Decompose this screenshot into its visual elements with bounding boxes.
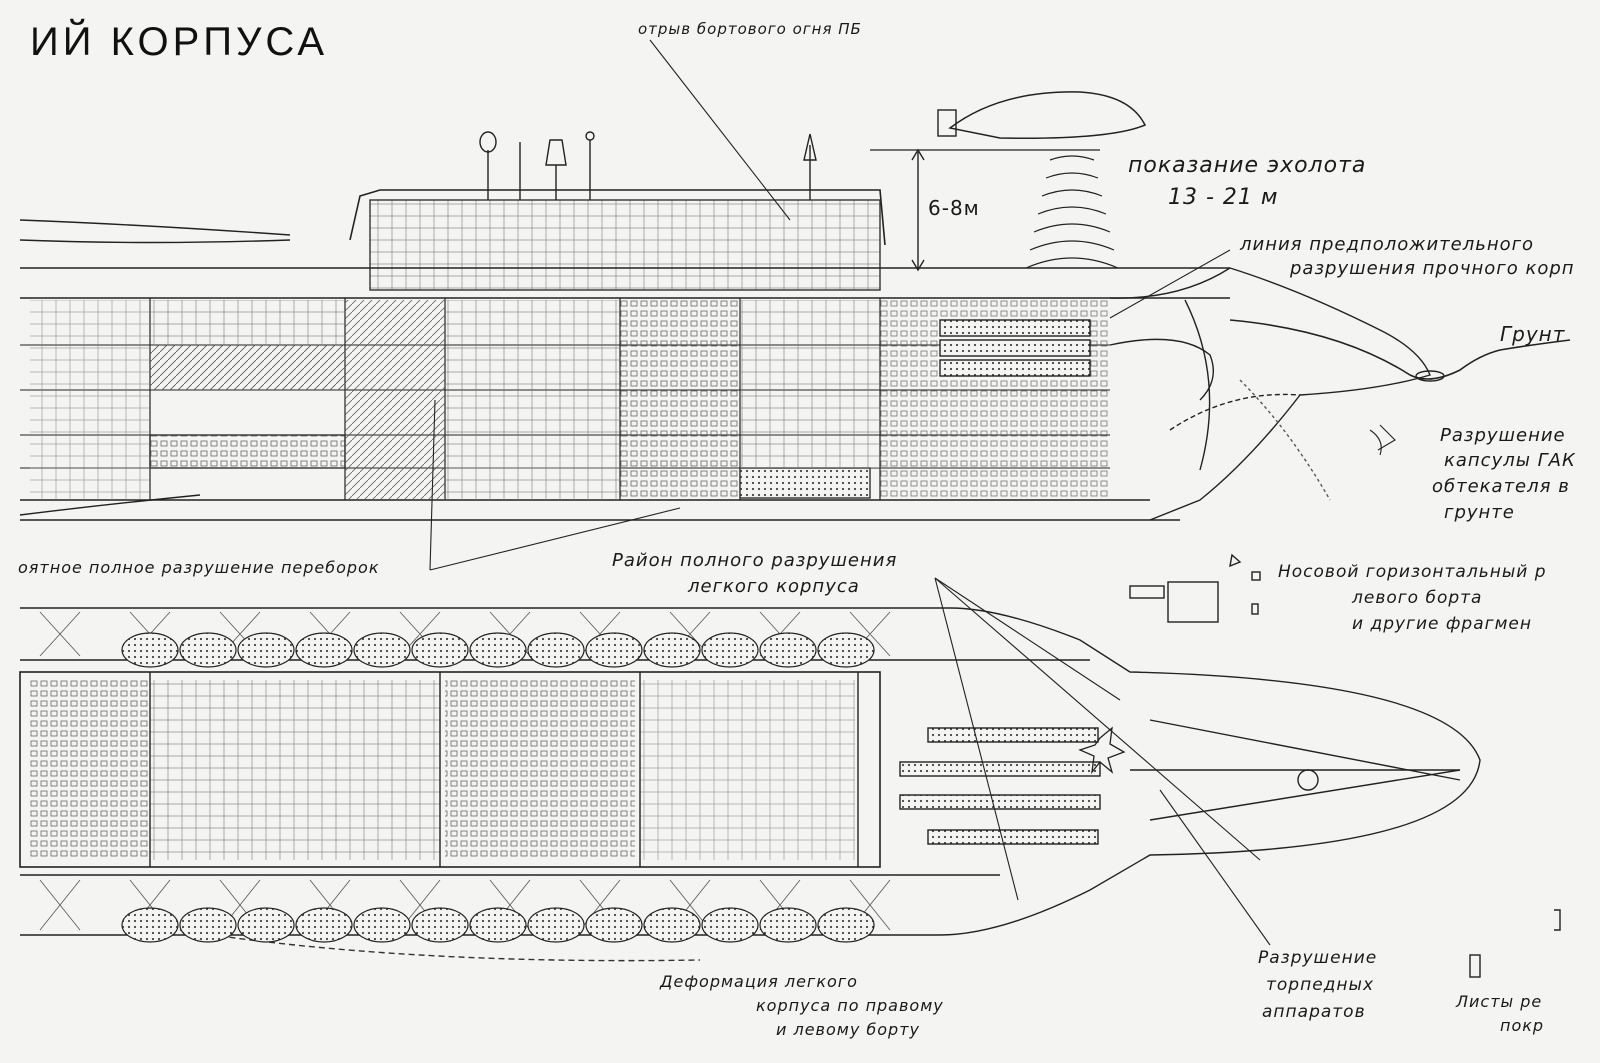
ballast-tank — [585, 632, 643, 668]
ballast-tank — [469, 907, 527, 943]
label-hull-line-1: линия предположительного — [1240, 234, 1535, 255]
ballast-tank — [353, 632, 411, 668]
side-leaders — [429, 39, 1396, 571]
ballast-tank — [759, 907, 817, 943]
ballast-tank — [411, 907, 469, 943]
label-torpedo-1: Разрушение — [1258, 948, 1378, 968]
ballast-tank — [295, 632, 353, 668]
label-light-tear: отрыв бортового огня ПБ — [638, 20, 862, 38]
label-gak-1: Разрушение — [1440, 425, 1566, 446]
ballast-tank — [759, 632, 817, 668]
page-title: ИЙ КОРПУСА — [30, 20, 329, 64]
label-deform-3: и левому борту — [776, 1020, 920, 1039]
ballast-tanks-port — [121, 632, 875, 668]
ballast-tank — [353, 907, 411, 943]
label-light-hull-1: Район полного разрушения — [612, 550, 898, 571]
label-bulkheads: оятное полное разрушение переборок — [18, 558, 380, 577]
ballast-tank — [179, 907, 237, 943]
ballast-tank — [121, 632, 179, 668]
ballast-tank — [237, 632, 295, 668]
ballast-tank — [527, 907, 585, 943]
label-torpedo-2: торпедных — [1266, 975, 1375, 995]
ballast-tank — [701, 632, 759, 668]
label-deform-2: корпуса по правому — [756, 996, 944, 1015]
label-rudder-2: левого борта — [1352, 588, 1483, 608]
ballast-tank — [585, 907, 643, 943]
label-deform-1: Деформация легкого — [660, 972, 858, 991]
ballast-tanks-starboard — [121, 907, 875, 943]
label-depth: 6-8м — [928, 196, 980, 220]
label-light-hull-2: легкого корпуса — [688, 576, 860, 597]
ballast-tank — [701, 907, 759, 943]
ballast-tank — [643, 632, 701, 668]
ballast-tank — [179, 632, 237, 668]
label-gak-3: обтекателя в — [1432, 476, 1570, 497]
label-torpedo-3: аппаратов — [1262, 1002, 1366, 1022]
label-ground: Грунт — [1500, 322, 1566, 346]
ballast-tank — [121, 907, 179, 943]
plan-leaders — [934, 429, 1382, 946]
label-rudder-3: и другие фрагмен — [1352, 614, 1532, 634]
label-gak-2: капсулы ГАК — [1444, 450, 1576, 471]
label-echo-value: 13 - 21 м — [1168, 185, 1279, 210]
ballast-tank — [469, 632, 527, 668]
label-sheets-2: покр — [1500, 1016, 1545, 1035]
ballast-tank — [817, 907, 875, 943]
label-hull-line-2: разрушения прочного корп — [1290, 258, 1575, 279]
ballast-tank — [295, 907, 353, 943]
ballast-tank — [237, 907, 295, 943]
ballast-tank — [411, 632, 469, 668]
plan-view — [19, 553, 1561, 978]
label-echo: показание эхолота — [1128, 153, 1367, 178]
ballast-tank — [643, 907, 701, 943]
label-gak-4: грунте — [1444, 502, 1515, 523]
ballast-tank — [527, 632, 585, 668]
side-view — [19, 91, 1571, 521]
ballast-tank — [817, 632, 875, 668]
label-sheets-1: Листы ре — [1456, 992, 1543, 1011]
label-rudder-1: Носовой горизонтальный р — [1278, 562, 1547, 582]
